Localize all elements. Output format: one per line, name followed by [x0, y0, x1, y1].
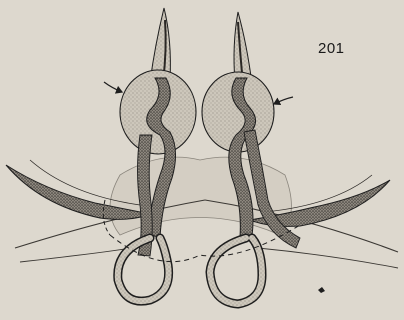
lower-line-right [258, 248, 398, 268]
right-pointer-arrow [274, 97, 293, 104]
left-pointer-arrow [104, 82, 122, 92]
figure-number: 201 [318, 40, 345, 57]
small-ink-mark [318, 287, 325, 293]
